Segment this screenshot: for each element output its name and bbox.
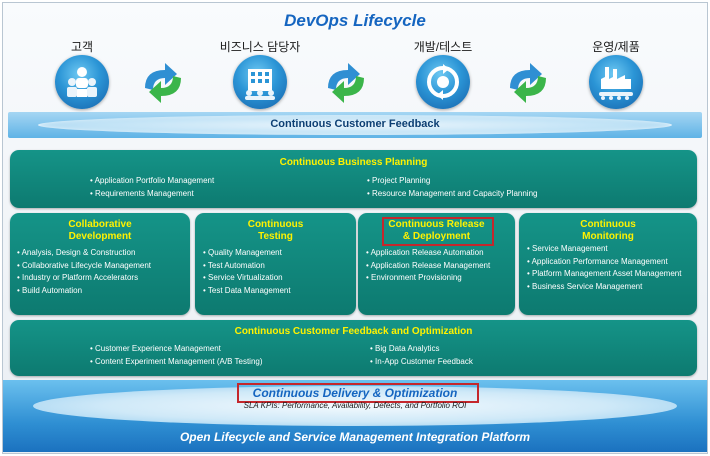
list-item: Resource Management and Capacity Plannin…	[367, 188, 537, 201]
delivery-loop-ellipse	[33, 386, 677, 426]
list-item: Application Performance Management	[527, 256, 681, 269]
platform-section: Continuous Delivery & Optimization SLA K…	[3, 380, 707, 452]
list-item: Test Data Management	[203, 285, 291, 298]
monitoring-list: Service Management Application Performan…	[527, 243, 682, 294]
feedback-optimization-title: Continuous Customer Feedback and Optimiz…	[234, 326, 473, 337]
list-item: Test Automation	[203, 260, 291, 273]
stage-label-business: 비즈니스 담당자	[219, 40, 301, 54]
delivery-title: Continuous Delivery & Optimization	[252, 386, 458, 400]
customer-feedback-band: Continuous Customer Feedback	[8, 112, 702, 138]
list-item: Quality Management	[203, 247, 291, 260]
continuous-testing-panel: Continuous Testing Quality Management Te…	[195, 213, 356, 315]
business-building-icon	[233, 55, 287, 109]
delivery-kpi-subtitle: SLA KPIs: Performance, Availability, Def…	[243, 401, 467, 410]
feedback-optimization-left-list: Customer Experience Management Content E…	[90, 343, 263, 368]
list-item: Collaborative Lifecycle Management	[17, 260, 151, 273]
diagram-title: DevOps Lifecycle	[284, 11, 426, 30]
collaborative-development-panel: Collaborative Development Analysis, Desi…	[10, 213, 190, 315]
release-title-line2: & Deployment	[402, 231, 471, 242]
cycle-arrow-icon	[502, 58, 554, 108]
delivery-highlight-box	[237, 383, 479, 403]
operations-factory-icon	[589, 55, 643, 109]
list-item: In-App Customer Feedback	[370, 356, 473, 369]
list-item: Service Management	[527, 243, 681, 256]
monitoring-title-line1: Continuous	[580, 219, 636, 230]
business-planning-right-list: Project Planning Resource Management and…	[367, 175, 537, 200]
customers-icon	[55, 55, 109, 109]
collaborative-title-line2: Development	[68, 231, 132, 242]
cycle-arrow-icon	[137, 58, 189, 108]
business-planning-title: Continuous Business Planning	[279, 157, 428, 168]
list-item: Project Planning	[367, 175, 537, 188]
collaborative-title-line1: Collaborative	[68, 219, 132, 230]
list-item: Business Service Management	[527, 281, 681, 294]
business-planning-left-list: Application Portfolio Management Require…	[90, 175, 215, 201]
platform-title: Open Lifecycle and Service Management In…	[179, 430, 531, 444]
list-item: Application Release Automation	[366, 247, 490, 260]
release-list: Application Release Automation Applicati…	[366, 247, 491, 285]
list-item: Requirements Management	[90, 188, 214, 201]
list-item: Application Portfolio Management	[90, 175, 215, 188]
release-deployment-panel: Continuous Release & Deployment Applicat…	[358, 213, 515, 315]
list-item: Environment Provisioning	[366, 272, 490, 285]
testing-list: Quality Management Test Automation Servi…	[203, 247, 291, 297]
list-item: Service Virtualization	[203, 272, 291, 285]
list-item: Application Release Management	[366, 260, 491, 273]
dev-test-cycle-icon	[416, 55, 470, 109]
business-planning-panel: Continuous Business Planning Application…	[10, 150, 697, 208]
stage-label-operations: 운영/제품	[592, 40, 640, 54]
list-item: Build Automation	[17, 285, 151, 298]
list-item: Analysis, Design & Construction	[17, 247, 151, 260]
stage-label-customer: 고객	[70, 40, 94, 54]
testing-title-line1: Continuous	[247, 219, 304, 230]
cycle-arrow-icon	[320, 58, 372, 108]
feedback-loop-ellipse	[38, 115, 672, 135]
feedback-optimization-panel: Continuous Customer Feedback and Optimiz…	[10, 320, 697, 376]
continuous-monitoring-panel: Continuous Monitoring Service Management…	[519, 213, 697, 315]
list-item: Platform Management Asset Management	[527, 268, 681, 281]
customer-feedback-label: Continuous Customer Feedback	[270, 118, 440, 130]
list-item: Industry or Platform Accelerators	[17, 272, 151, 285]
testing-title-line2: Testing	[258, 231, 293, 242]
stage-label-devtest: 개발/테스트	[413, 40, 473, 54]
release-highlight-box	[382, 217, 494, 246]
list-item: Big Data Analytics	[370, 343, 473, 356]
list-item: Content Experiment Management (A/B Testi…	[90, 356, 263, 369]
list-item: Customer Experience Management	[90, 343, 263, 356]
monitoring-title-line2: Monitoring	[582, 231, 634, 242]
release-title-line1: Continuous Release	[388, 219, 485, 230]
feedback-optimization-right-list: Big Data Analytics In-App Customer Feedb…	[370, 343, 473, 368]
collaborative-list: Analysis, Design & Construction Collabor…	[17, 247, 151, 297]
